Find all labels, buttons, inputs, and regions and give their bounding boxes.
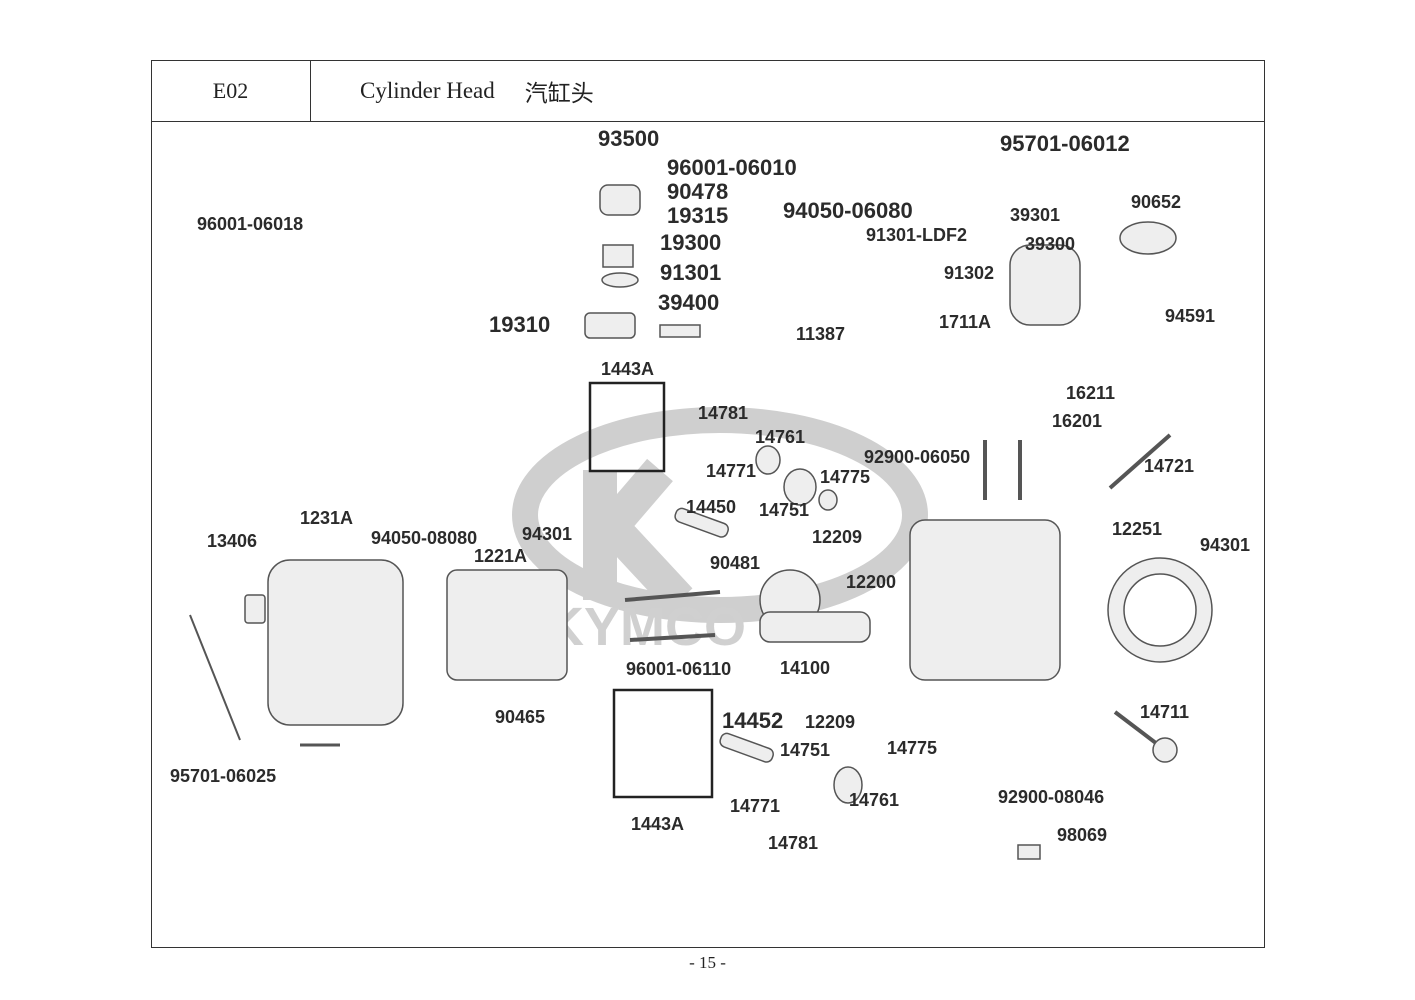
part-number-label: 14100	[780, 658, 831, 678]
part-number-label: 39301	[1010, 205, 1061, 225]
stud-bolt-1	[624, 590, 721, 602]
part-number-label: 94591	[1165, 306, 1216, 326]
valve-spring-lower	[833, 766, 863, 804]
part-number-label: 1443A	[601, 359, 655, 379]
part-number-label: 94301	[1200, 535, 1251, 555]
valve-seat	[818, 489, 838, 511]
title-chinese: 汽缸头	[524, 80, 594, 106]
cylinder-head	[909, 519, 1061, 681]
part-drawings	[189, 184, 1213, 860]
rocker-arm-box-2	[612, 688, 714, 799]
part-number-label: 19315	[667, 203, 729, 228]
spark-plug	[1017, 844, 1041, 860]
part-number-label: 14771	[730, 796, 781, 816]
camshaft	[759, 611, 871, 643]
page-frame	[151, 60, 1265, 948]
rocker-arm-box-1	[588, 381, 666, 473]
thermostat	[602, 244, 634, 268]
part-number-label: 12209	[805, 712, 856, 732]
part-number-label: 98069	[1057, 825, 1108, 845]
part-number-label: 14781	[768, 833, 819, 853]
watermark-text: KYMCO	[545, 597, 746, 657]
cylinder-head-cover	[267, 559, 404, 726]
o-ring	[601, 272, 639, 288]
part-number-label: 96001-06018	[197, 214, 304, 234]
part-number-label: 14452	[722, 708, 784, 733]
part-number-label: 12251	[1112, 519, 1163, 539]
part-number-label: 11387	[796, 324, 846, 344]
thermostat-housing	[584, 312, 636, 339]
section-title: Cylinder Head 汽缸头	[310, 60, 1264, 122]
stud-bolt-2	[629, 633, 716, 642]
part-number-label: 1711A	[939, 312, 992, 332]
part-number-label: 92900-08046	[998, 787, 1105, 807]
valve-spring-outer	[783, 468, 817, 506]
part-number-label: 14721	[1144, 456, 1195, 476]
part-number-label: 90652	[1131, 192, 1182, 212]
intake-manifold	[1009, 244, 1081, 326]
part-number-label: 14711	[1140, 702, 1190, 722]
part-number-label: 90478	[667, 179, 729, 204]
part-number-label: 91301-LDF2	[866, 225, 968, 245]
section-code: E02	[151, 60, 311, 122]
part-number-label: 14450	[686, 497, 737, 517]
part-number-label: 92900-06050	[864, 447, 971, 467]
kymco-watermark-logo: KYMCO	[512, 407, 928, 657]
bracket	[244, 594, 266, 624]
part-number-label: 14751	[759, 500, 810, 520]
part-number-label: 16211	[1066, 383, 1116, 403]
part-number-label: 39300	[1025, 234, 1076, 254]
part-number-label: 12209	[812, 527, 863, 547]
part-number-label: 95701-06025	[170, 766, 277, 786]
part-number-label: 13406	[207, 531, 258, 551]
part-number-label: 93500	[598, 126, 660, 151]
part-number-label: 39400	[658, 290, 720, 315]
rocker-shaft-2	[719, 732, 774, 763]
rocker-shaft	[674, 507, 729, 538]
part-number-label: 96001-06010	[667, 155, 797, 180]
part-number-label: 14771	[706, 461, 757, 481]
part-number-label: 12200	[846, 572, 897, 592]
part-number-label: 96001-06110	[626, 659, 732, 679]
camshaft-holder	[446, 569, 568, 681]
part-number-label: 1231A	[300, 508, 354, 528]
part-number-label: 14751	[780, 740, 831, 760]
part-number-label: 16201	[1052, 411, 1103, 431]
part-number-label: 14775	[887, 738, 938, 758]
part-number-label: 1443A	[631, 814, 685, 834]
part-number-label: 14775	[820, 467, 871, 487]
hose-clamp	[1119, 221, 1177, 255]
part-number-label: 94050-08080	[371, 528, 478, 548]
part-number-label: 91302	[944, 263, 995, 283]
part-number-label: 90465	[495, 707, 546, 727]
page-number: - 15 -	[689, 953, 726, 972]
part-number-label: 19300	[660, 230, 722, 255]
thermostat-cover	[599, 184, 641, 216]
part-number-label: 14761	[849, 790, 900, 810]
part-number-label: 19310	[489, 312, 551, 337]
part-number-label: 95701-06012	[1000, 131, 1130, 156]
temp-sensor	[659, 324, 701, 338]
part-number-label: 14761	[755, 427, 806, 447]
part-number-label: 90481	[710, 553, 761, 573]
part-number-label: 94301	[522, 524, 573, 544]
intake-valve	[1108, 433, 1172, 490]
part-number-label: 91301	[660, 260, 722, 285]
part-number-label: 94050-06080	[783, 198, 913, 223]
part-number-label: 14781	[698, 403, 749, 423]
title-english: Cylinder Head	[360, 77, 495, 103]
valve-spring-inner	[755, 445, 781, 475]
part-number-label: 1221A	[474, 546, 528, 566]
